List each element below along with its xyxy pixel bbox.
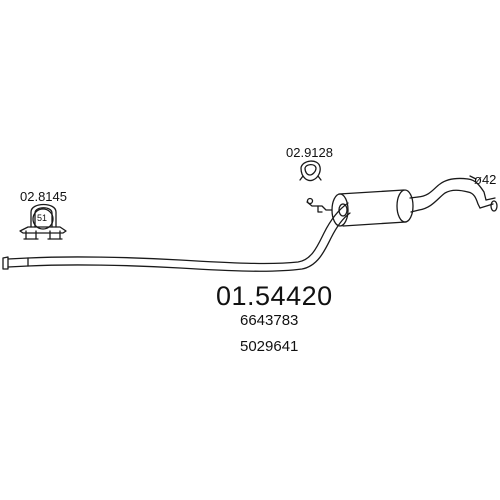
- oem-reference-1: 6643783: [240, 312, 299, 329]
- sensor-bracket-icon: [306, 197, 333, 213]
- tail-pipe: [417, 175, 498, 212]
- muffler: [331, 189, 420, 227]
- hanger-part-number: 02.9128: [286, 145, 333, 160]
- tail-diameter-label: ø42: [474, 172, 497, 187]
- clamp-part-number: 02.8145: [20, 189, 67, 204]
- exhaust-clamp-icon: [19, 203, 67, 240]
- clamp-size-label: 51: [37, 213, 48, 223]
- rubber-hanger-icon: [299, 160, 322, 182]
- front-pipe: [2, 202, 351, 272]
- oem-reference-2: 5029641: [240, 338, 299, 355]
- main-part-number: 01.54420: [216, 281, 333, 311]
